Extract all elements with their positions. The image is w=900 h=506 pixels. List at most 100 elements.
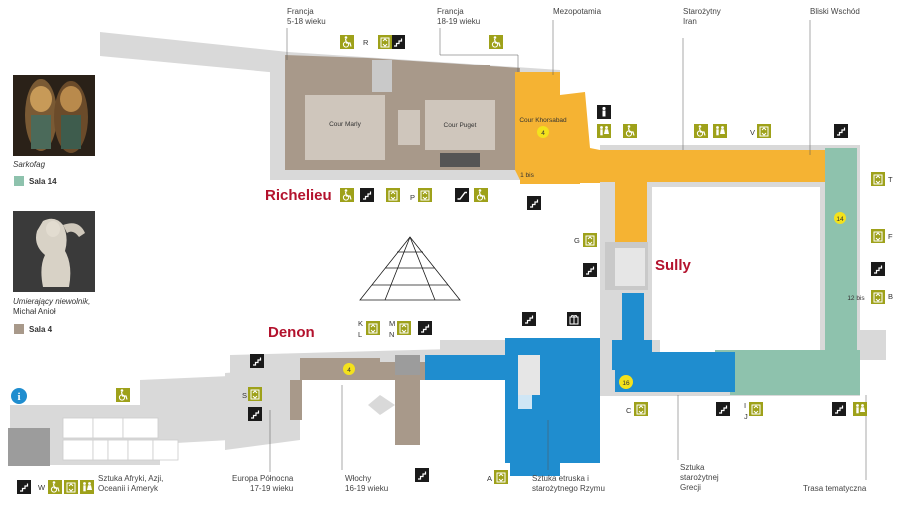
stairs-icon [582,262,598,278]
elevator-icon [63,479,79,495]
accessible-icon [339,34,355,50]
stairs-icon [417,320,433,336]
wing-richelieu: Richelieu [265,187,332,204]
label-francja-5-18-l2: 5-18 wieku [287,17,326,26]
elevator-icon [385,187,401,203]
stairs-icon [16,479,32,495]
wc-icon [713,124,727,138]
elevator-icon [870,171,886,187]
label-grecja-l2: starożytnej [680,473,719,482]
dying-slave-photo [13,211,95,292]
wc-icon [597,124,611,138]
label-etruska-l1: Sztuka etruska i [532,474,589,483]
stairs-icon [359,187,375,203]
court-khorsabad-label: Cour Khorsabad [519,117,567,124]
escalator-icon [454,187,470,203]
label-francja-5-18-l1: Francja [287,7,314,16]
accessible-icon [693,123,709,139]
pyramid-inverse [368,395,395,415]
wing-denon: Denon [268,324,315,341]
wing-sully: Sully [655,257,692,274]
legend-sala-14: Sala 14 [29,177,57,186]
entrance-t: T [888,175,893,184]
accessible-icon [47,479,63,495]
court-puget-label: Cour Puget [444,122,477,129]
court-marly-label: Cour Marly [329,121,362,128]
label-europa-l1: Europa Północna [232,474,294,483]
label-grecja-l1: Sztuka [680,463,705,472]
wc-icon [853,402,867,416]
label-francja-18-19-l1: Francja [437,7,464,16]
entrance-k: K [358,319,363,328]
label-trasa: Trasa tematyczna [803,484,867,493]
label-iran-l1: Starożytny [683,7,721,16]
elevator-icon [396,320,412,336]
legend-slave-title: Umierający niewolnik, [13,297,91,306]
person-icon [597,105,611,119]
label-francja-18-19-l2: 18-19 wieku [437,17,480,26]
accessible-icon [115,387,131,403]
entrance-f: F [888,232,893,241]
accessible-icon [488,34,504,50]
label-mezopotamia: Mezopotamia [553,7,602,16]
entrance-a: A [487,474,492,483]
label-afryka-l2: Oceanii i Ameryk [98,484,159,493]
label-bliski-wschod: Bliski Wschód [810,7,860,16]
stair-block-r [372,60,392,92]
pyramid [359,236,461,301]
near-east-galleries [515,72,840,242]
entrance-l: L [358,330,362,339]
legend-swatch-green [14,176,24,186]
label-afryka-l1: Sztuka Afryki, Azji, [98,474,163,483]
entrance-c: C [626,406,632,415]
legend-sarcophagus-title: Sarkofag [13,160,46,169]
stairs-icon [526,195,542,211]
stairs-icon [870,261,886,277]
elevator-icon [377,34,393,50]
stairs-icon [521,311,537,327]
legend-sala-4: Sala 4 [29,325,53,334]
entrance-b: B [888,292,893,301]
entrance-r: R [363,38,369,47]
elevator-icon [633,401,649,417]
elevator-icon [493,469,509,485]
elevator-icon [247,386,263,402]
svg-text:14: 14 [836,216,844,223]
wc-icon [80,480,94,494]
entrance-m: M [389,319,395,328]
elevator-icon [582,232,598,248]
entrance-p: P [410,193,415,202]
italian-galleries [290,355,425,445]
info-icon[interactable] [11,388,27,404]
sarcophagus-photo [13,75,95,156]
elevator-icon [870,289,886,305]
stairs-icon [831,401,847,417]
svg-text:4: 4 [347,367,351,374]
elevator-icon [417,187,433,203]
elevator-icon [756,123,772,139]
entrance-n: N [389,330,394,339]
stairs-icon [833,123,849,139]
room-12bis: 12 bis [847,295,865,302]
label-etruska-l2: starożytnego Rzymu [532,484,605,493]
label-grecja-l3: Grecji [680,483,701,492]
elevator-icon [870,228,886,244]
entrance-w: W [38,483,46,492]
entrance-s: S [242,391,247,400]
egyptian-greek-galleries [715,148,860,395]
accessible-icon [622,123,638,139]
africa-asia-rooms [62,417,179,461]
label-europa-l2: 17-19 wieku [250,484,293,493]
accessible-icon [339,187,355,203]
entrance-v: V [750,128,755,137]
elevator-icon [748,401,764,417]
accessible-icon [473,187,489,203]
stairs-icon [247,406,263,422]
entrance-g: G [574,236,580,245]
legend-slave-author: Michał Anioł [13,307,56,316]
richelieu-french-galleries: Cour Marly Cour Puget [285,55,520,170]
antiquities-galleries [395,293,735,476]
gift-shop-icon [566,311,582,327]
room-1bis: 1 bis [520,172,534,179]
